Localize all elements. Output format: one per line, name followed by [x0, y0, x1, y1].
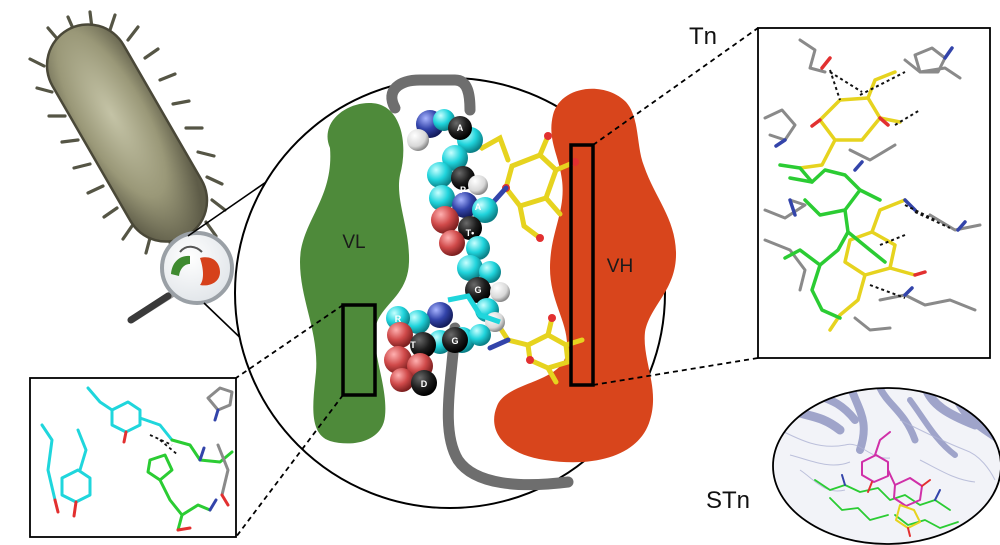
vl-inset-frame — [29, 377, 237, 538]
tn-inset — [757, 27, 991, 359]
vh-label: VH — [607, 256, 633, 277]
vh-highlight-box — [569, 143, 595, 387]
magnifier-icon — [127, 231, 234, 324]
residue-t: T• — [466, 228, 475, 238]
glycan-tn-lower — [487, 314, 585, 385]
residue-t2: T — [410, 340, 416, 350]
residue-d: D — [421, 379, 428, 389]
mini-vl-icon — [171, 255, 190, 276]
stn-label: STn — [706, 487, 750, 514]
stn-inset-frame — [772, 387, 1000, 545]
vl-hbonds — [149, 434, 179, 456]
residue-g: G — [474, 285, 481, 295]
vl-domain — [300, 103, 410, 444]
antibody-complex-circle: A P A T• G S R T G D VL VH — [234, 74, 677, 509]
bacterium-illustration — [28, 10, 227, 259]
mini-vh-icon — [200, 257, 220, 286]
residue-labels: A P A T• G S R T G D — [395, 123, 482, 389]
vl-inset — [29, 377, 237, 538]
residue-s: S — [467, 316, 473, 326]
vl-structure-sticks — [40, 386, 234, 532]
tn-label: Tn — [689, 23, 717, 50]
residue-a1: A — [457, 123, 464, 133]
vl-label: VL — [342, 232, 365, 253]
tn-inset-frame — [757, 27, 991, 359]
callout-lines — [235, 27, 759, 538]
residue-g2: G — [451, 336, 458, 346]
residue-a2: A — [475, 202, 482, 212]
magnifier-lens — [160, 231, 234, 305]
peptide-spheres — [384, 109, 510, 396]
bacterium-body — [45, 23, 209, 243]
tn-hbonds — [829, 69, 951, 299]
vh-domain — [494, 88, 677, 463]
residue-p: P — [460, 185, 466, 195]
linker-bottom — [442, 322, 574, 491]
stn-inset — [772, 387, 1000, 545]
linker-top — [386, 74, 476, 116]
residue-r: R — [395, 314, 402, 324]
vl-highlight-box — [341, 303, 377, 397]
